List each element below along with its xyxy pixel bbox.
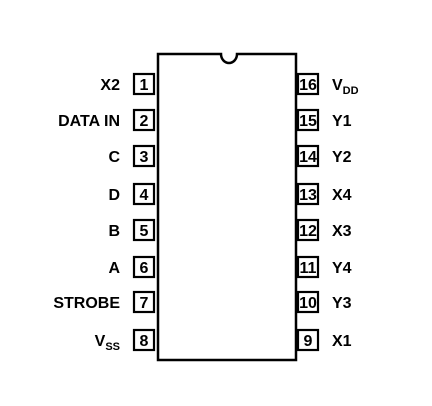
pin-4-box [132,182,156,206]
pin-label: VDD [332,77,359,97]
pin-label: STROBE [53,295,120,312]
pin-number: 9 [304,333,313,350]
pin-label: B [108,223,120,240]
pin-label: VSS [95,333,120,353]
pin-number: 2 [140,113,149,130]
pin-label-main: V [95,333,106,350]
pin-number: 16 [299,77,317,94]
pin-9: 9 X1 [296,328,352,352]
pin-label: X1 [332,333,352,350]
pin-number: 7 [140,295,149,312]
pin-label: Y3 [332,295,352,312]
pin-number: 13 [299,187,317,204]
pin-3: 3C [108,144,156,168]
pin-14-box [296,144,320,168]
pin-5: 5B [108,218,156,242]
pin-10: 10 Y3 [296,290,352,314]
pin-number: 15 [299,113,317,130]
pin-2: 2 DATA IN [58,108,156,132]
pin-8: 8 VSS [95,328,156,353]
pin-11-box [296,255,320,279]
pin-label: X3 [332,223,352,240]
pin-label-main: A [108,260,120,277]
pin-number: 1 [140,77,149,94]
pin-13-box [296,182,320,206]
pin-6-box [132,255,156,279]
pin-7: 7 STROBE [53,290,156,314]
pin-5-box [132,218,156,242]
pin-label-main: X3 [332,223,352,240]
pin-number: 3 [140,149,149,166]
pin-label-main: V [332,77,343,94]
pin-1: 1 X2 [100,72,156,96]
pin-4: 4D [108,182,156,206]
right-pin-group: 16 VDD 15 Y1 14 Y2 13 X4 12 X3 11 Y4 10 Y3 9 X1 [296,72,359,352]
pin-label-main: X4 [332,187,352,204]
pin-label: Y4 [332,260,352,277]
pin-label-subscript: DD [343,85,359,97]
pin-14: 14 Y2 [296,144,352,168]
pin-label: X2 [100,77,120,94]
pin-label-main: C [108,149,120,166]
pin-9-box [296,328,320,352]
pin-7-box [132,290,156,314]
pin-12-box [296,218,320,242]
pin-label-main: Y2 [332,149,352,166]
pin-number: 12 [299,223,317,240]
pin-number: 14 [299,149,317,166]
pin-number: 6 [140,260,149,277]
pin-label: DATA IN [58,113,120,130]
pin-label-main: STROBE [53,295,120,312]
pin-15-box [296,108,320,132]
pin-label-main: X1 [332,333,352,350]
pin-label: Y2 [332,149,352,166]
pin-13: 13 X4 [296,182,352,206]
pin-label-main: D [108,187,120,204]
pin-11: 11 Y4 [296,255,352,279]
pin-label: A [108,260,120,277]
pin-label-main: B [108,223,120,240]
pin-10-box [296,290,320,314]
pin-number: 10 [299,295,317,312]
pin-label: Y1 [332,113,352,130]
pin-label: C [108,149,120,166]
pin-label-main: Y1 [332,113,352,130]
pin-number: 8 [140,333,149,350]
pin-16-box [296,72,320,96]
pin-6: 6A [108,255,156,279]
pin-number: 11 [300,260,317,277]
pin-2-box [132,108,156,132]
chip-body [156,52,298,362]
pin-8-box [132,328,156,352]
pin-label-main: X2 [100,77,120,94]
pin-label-main: DATA IN [58,113,120,130]
pin-label-main: Y3 [332,295,352,312]
pin-1-box [132,72,156,96]
pin-number: 5 [140,223,149,240]
pin-16: 16 VDD [296,72,359,97]
pin-label-subscript: SS [105,341,120,353]
pin-label: D [108,187,120,204]
pin-number: 4 [140,187,149,204]
pin-12: 12 X3 [296,218,352,242]
pin-label-main: Y4 [332,260,352,277]
pin-3-box [132,144,156,168]
pin-15: 15 Y1 [296,108,352,132]
pin-label: X4 [332,187,352,204]
